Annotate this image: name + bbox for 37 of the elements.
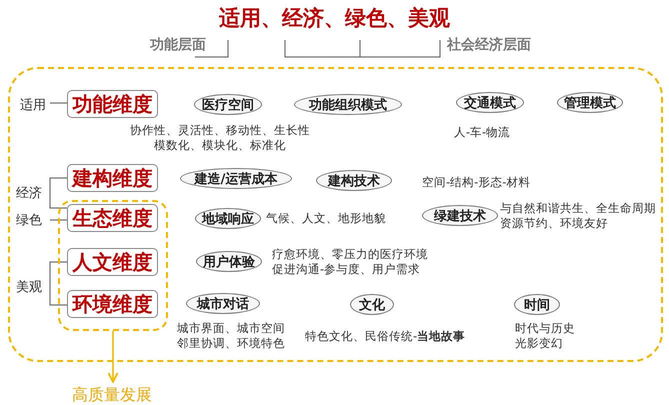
topic-ellipse: 地域响应 (195, 208, 261, 229)
dimension-box: 建构维度 (67, 164, 158, 192)
topic-ellipse: 交通模式 (456, 92, 524, 113)
dimension-box: 环境维度 (67, 290, 158, 318)
topic-ellipse: 建造/运营成本 (180, 168, 292, 189)
note-text: 疗愈环境、零压力的医疗环境促进沟通-参与度、用户需求 (272, 247, 429, 277)
topic-ellipse: 文化 (350, 294, 394, 315)
note-text: 时代与历史光影变幻 (515, 321, 576, 351)
note-text: 气候、人文、地形地貌 (266, 211, 387, 226)
dashed-frame (8, 67, 663, 362)
topic-ellipse: 医疗空间 (194, 94, 262, 115)
topic-ellipse: 功能组织模式 (294, 94, 402, 115)
category-label: 经济 (16, 185, 42, 202)
topic-ellipse: 绿建技术 (422, 205, 498, 226)
topic-ellipse: 用户体验 (196, 251, 262, 272)
note-text: 空间-结构-形态-材料 (422, 175, 530, 190)
level-label: 社会经济层面 (447, 36, 531, 54)
topic-ellipse: 管理模式 (557, 92, 623, 113)
note-text: 城市界面、城市空间邻里协调、环境特色 (177, 321, 286, 351)
arrow (108, 331, 118, 383)
topic-ellipse: 城市对话 (186, 293, 260, 314)
category-label: 绿色 (16, 212, 42, 229)
dimension-box: 生态维度 (67, 204, 158, 232)
category-label: 适用 (20, 97, 46, 114)
note-text: 特色文化、民俗传统-当地故事 (305, 329, 466, 344)
note-text: 人-车-物流 (452, 125, 512, 140)
topic-ellipse: 时间 (514, 294, 560, 315)
note-text: 协作性、灵活性、移动性、生长性模数化、模块化、标准化 (129, 123, 311, 153)
topic-ellipse: 建构技术 (316, 170, 392, 191)
level-label: 功能层面 (150, 36, 206, 54)
dimension-box: 人文维度 (67, 248, 158, 276)
category-label: 美观 (16, 279, 42, 296)
note-text: 与自然和谐共生、全生命周期资源节约、环境友好 (500, 201, 657, 231)
result-text: 高质量发展 (70, 384, 154, 405)
dimension-box: 功能维度 (67, 90, 158, 118)
title: 适用、经济、绿色、美观 (219, 6, 450, 30)
dashed-frame (58, 200, 168, 331)
